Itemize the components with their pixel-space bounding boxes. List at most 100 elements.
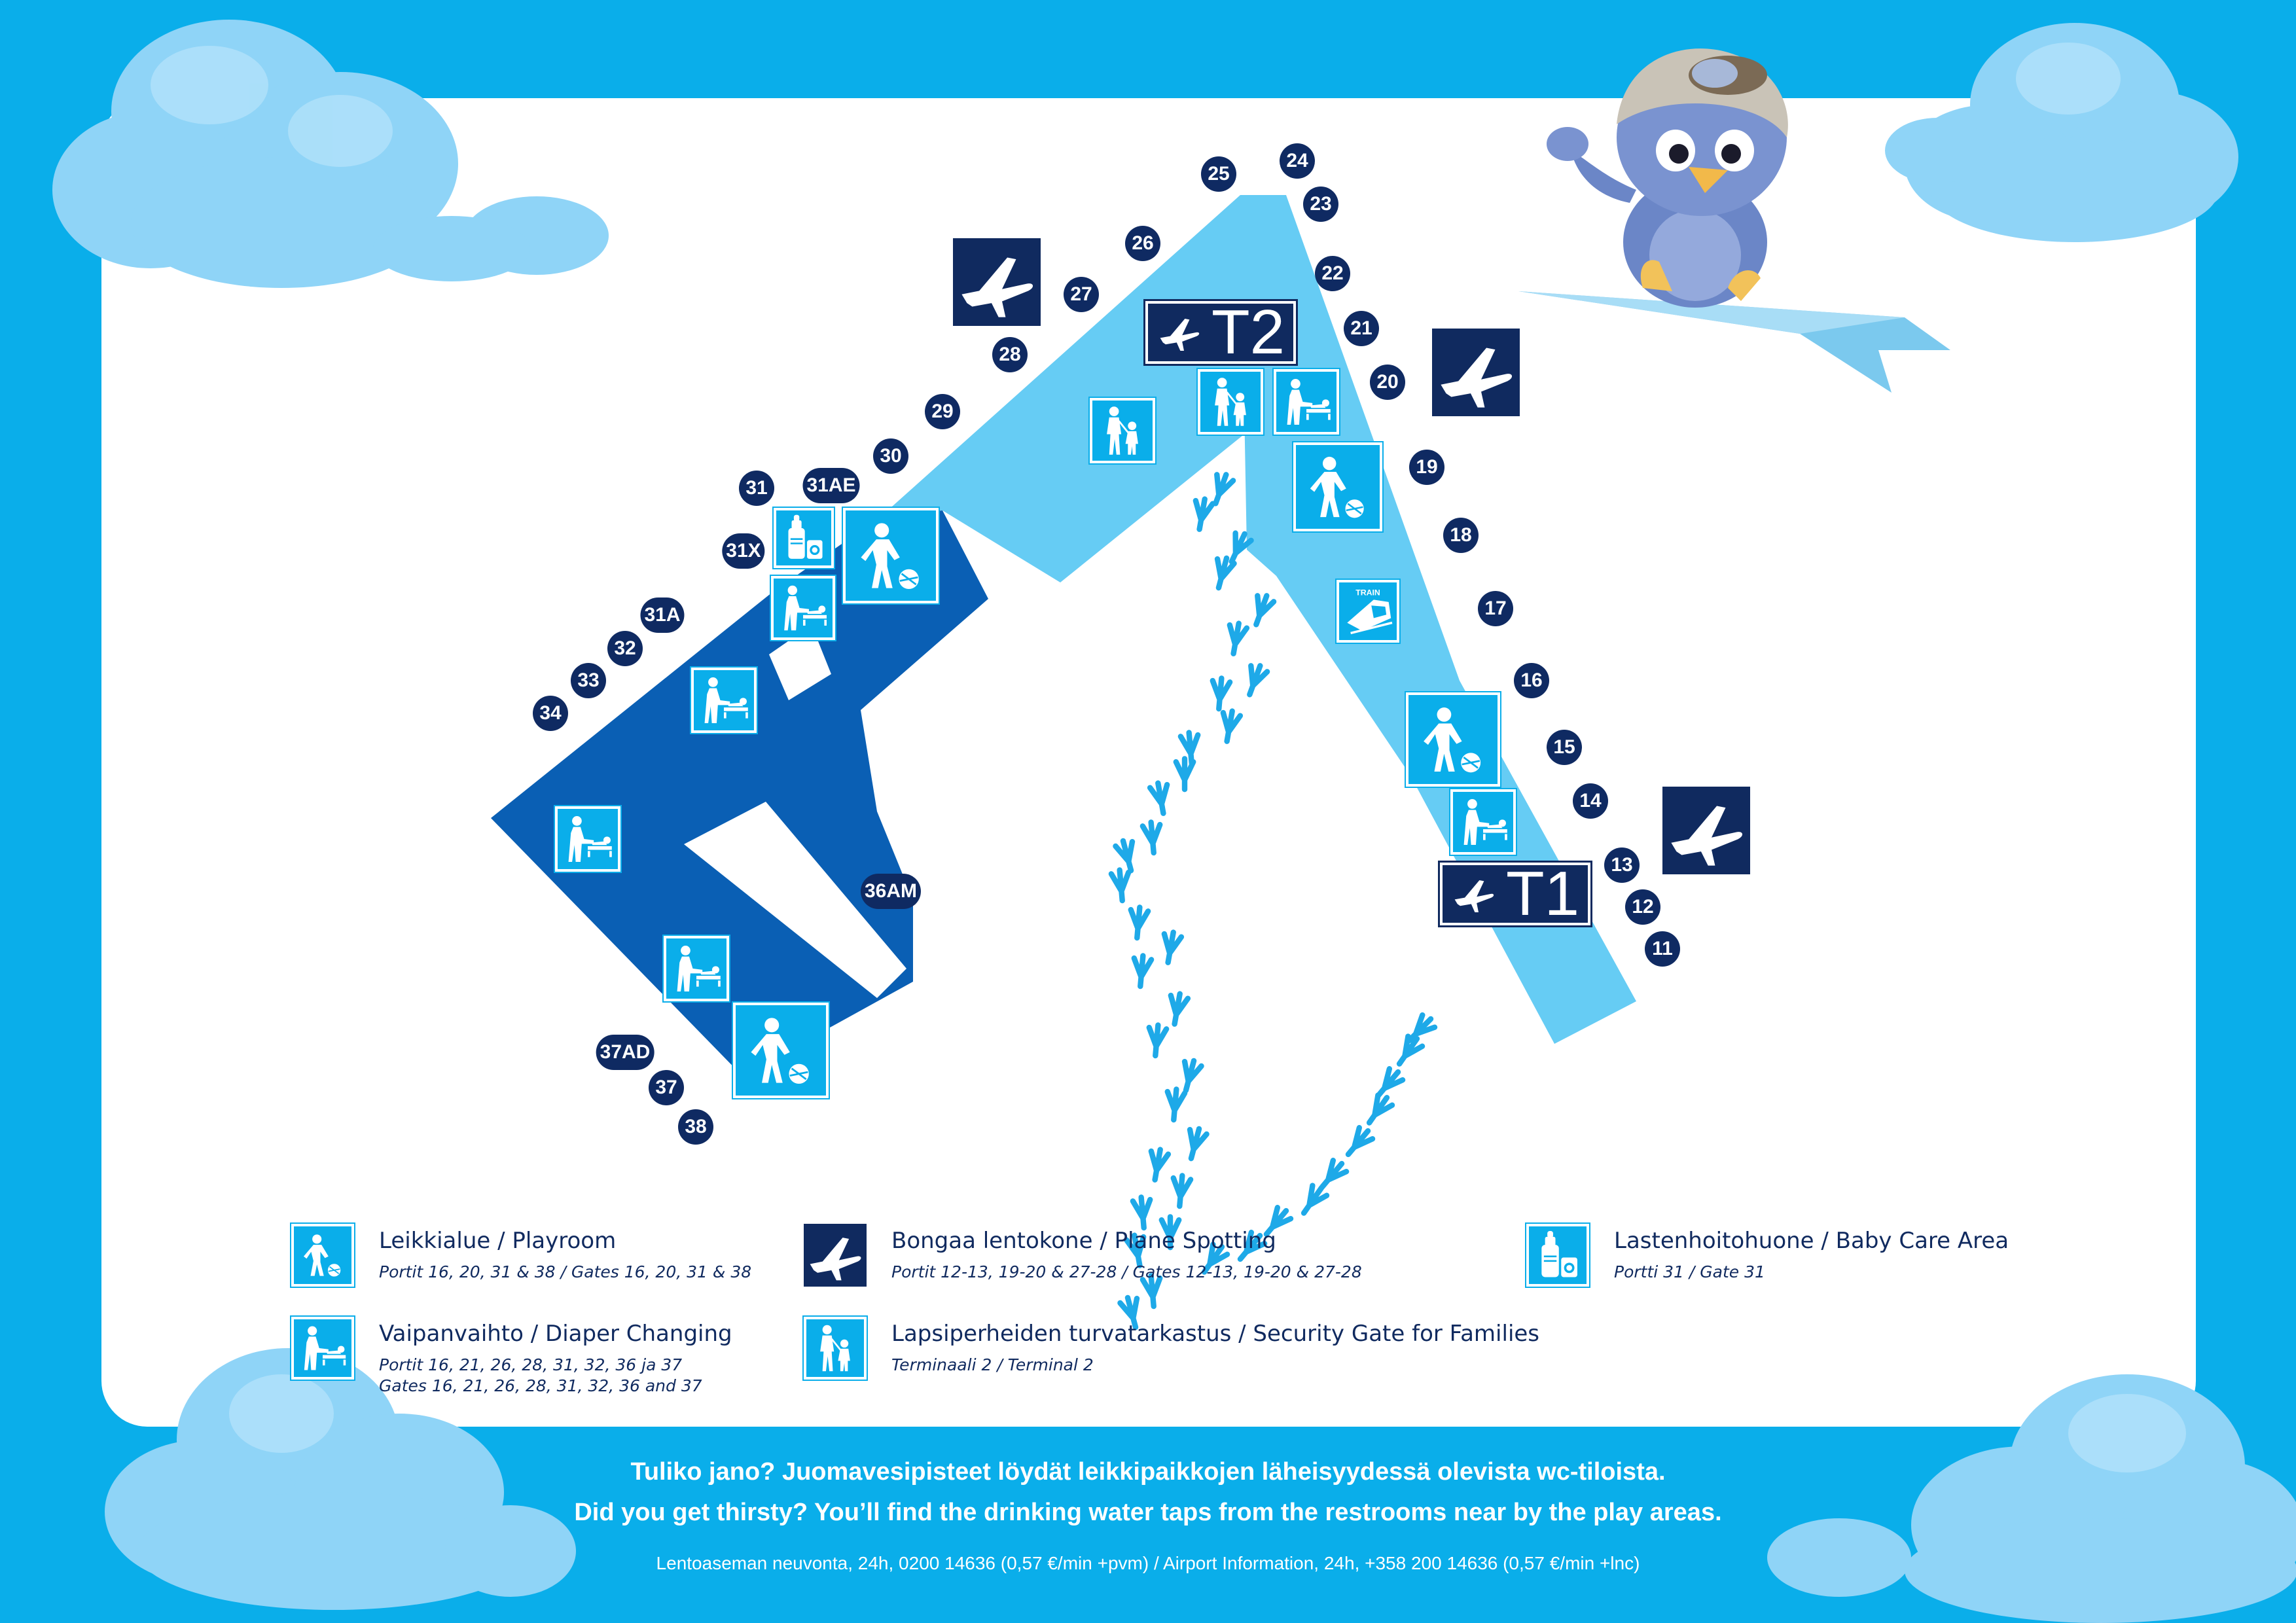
- gate-marker-36am: 36AM: [860, 874, 922, 909]
- footprint: [1147, 1024, 1166, 1056]
- baby-care-icon: [1526, 1224, 1589, 1287]
- footer-line-en: Did you get thirsty? You’ll find the dri…: [574, 1499, 1722, 1526]
- diaper-changing-icon: [291, 1317, 354, 1380]
- courtyard: [684, 802, 906, 998]
- footprint: [1111, 869, 1130, 901]
- footprint: [1248, 593, 1275, 628]
- gate-marker-34: 34: [533, 696, 568, 731]
- diaper-changing-icon: [691, 668, 757, 733]
- diaper-changing-icon: [555, 806, 620, 872]
- footprint: [1166, 992, 1189, 1026]
- legend-security-title: Lapsiperheiden turvatarkastus / Security…: [891, 1321, 1540, 1347]
- gate-marker-16: 16: [1514, 663, 1549, 698]
- legend-baby-care-title: Lastenhoitohuone / Baby Care Area: [1614, 1228, 2009, 1254]
- courtyard: [769, 625, 831, 700]
- legend-baby-care-gates: Portti 31 / Gate 31: [1614, 1262, 1765, 1281]
- footprint: [1225, 622, 1247, 655]
- legend-playroom-title: Leikkialue / Playroom: [379, 1228, 617, 1254]
- playroom-icon: [291, 1224, 354, 1287]
- family-security-icon: [1090, 398, 1155, 463]
- footprint: [1132, 955, 1151, 987]
- gate-marker-20: 20: [1370, 365, 1405, 400]
- footprint: [1147, 1148, 1169, 1181]
- cloud-top-right: [1885, 23, 2238, 242]
- gate-marker-29: 29: [925, 394, 960, 429]
- footprint: [1183, 1127, 1208, 1161]
- footprint: [1210, 677, 1230, 709]
- diaper-changing-icon: [664, 936, 729, 1001]
- legend-security-terminal: Terminaali 2 / Terminal 2: [891, 1355, 1094, 1374]
- footprint: [1177, 1059, 1202, 1093]
- footprint: [1191, 497, 1213, 531]
- playroom-icon: [1406, 692, 1500, 787]
- family-security-icon: [804, 1317, 867, 1380]
- legend-diaper-gates-en: Gates 16, 21, 26, 28, 31, 32, 36 and 37: [379, 1376, 702, 1395]
- terminal-2-light-pier: [880, 195, 1296, 582]
- gate-marker-28: 28: [992, 337, 1028, 372]
- cloud-top-left: [52, 20, 609, 288]
- gate-marker-37: 37: [649, 1070, 684, 1105]
- footprint: [1128, 906, 1148, 938]
- playroom-icon: [843, 508, 939, 603]
- footer-airport-info: Lentoaseman neuvonta, 24h, 0200 14636 (0…: [656, 1553, 1640, 1573]
- airplane-icon: [1160, 319, 1200, 351]
- footprint: [1142, 821, 1162, 853]
- gate-marker-21: 21: [1344, 311, 1379, 346]
- cloud-bottom-right: [1767, 1374, 2296, 1623]
- family-security-icon: [1198, 369, 1263, 435]
- airplane-icon: [804, 1224, 867, 1287]
- footprint: [1342, 1126, 1374, 1160]
- gate-marker-31x: 31X: [722, 533, 765, 569]
- legend-diaper-gates: Portit 16, 21, 26, 28, 31, 32, 36 ja 37 …: [379, 1355, 702, 1397]
- footprint: [1149, 781, 1172, 815]
- footprint: [1165, 1088, 1185, 1120]
- gate-marker-38: 38: [678, 1109, 713, 1145]
- terminal-2-label: T2: [1145, 297, 1296, 367]
- train-icon: TRAIN: [1336, 580, 1399, 643]
- diaper-changing-icon: [1450, 789, 1516, 855]
- gate-marker-31: 31: [739, 471, 774, 506]
- airplane-icon: [1662, 787, 1750, 874]
- legend-plane-spotting-gates: Portit 12-13, 19-20 & 27-28 / Gates 12-1…: [891, 1262, 1362, 1281]
- gate-marker-24: 24: [1280, 143, 1315, 179]
- diaper-changing-icon: [1274, 369, 1339, 435]
- playroom-icon: [733, 1003, 829, 1098]
- gate-marker-25: 25: [1201, 156, 1236, 192]
- gate-marker-18: 18: [1443, 518, 1479, 553]
- footprint: [1219, 709, 1241, 743]
- gate-marker-19: 19: [1409, 450, 1444, 485]
- baby-care-icon: [774, 508, 834, 568]
- footprint: [1316, 1158, 1348, 1193]
- playroom-icon: [1293, 442, 1382, 531]
- gate-marker-30: 30: [873, 438, 908, 474]
- gate-marker-22: 22: [1315, 256, 1350, 291]
- cloud-bottom-left: [105, 1348, 576, 1610]
- gate-marker-31ae: 31AE: [802, 468, 860, 503]
- footprint: [1403, 1013, 1437, 1047]
- gate-marker-31a: 31A: [640, 597, 685, 633]
- footprint: [1242, 663, 1268, 698]
- legend-playroom-gates: Portit 16, 20, 31 & 38 / Gates 16, 20, 3…: [379, 1262, 752, 1281]
- legend-diaper-title: Vaipanvaihto / Diaper Changing: [379, 1321, 732, 1347]
- legend-diaper-gates-fi: Portit 16, 21, 26, 28, 31, 32, 36 ja 37: [379, 1355, 683, 1374]
- footer-line-fi: Tuliko jano? Juomavesipisteet löydät lei…: [630, 1458, 1666, 1486]
- gate-marker-37ad: 37AD: [596, 1035, 655, 1070]
- footprint: [1132, 1196, 1152, 1228]
- diaper-changing-icon: [771, 576, 835, 640]
- gate-marker-23: 23: [1303, 187, 1338, 222]
- gate-marker-32: 32: [607, 631, 643, 666]
- footprint: [1171, 1175, 1191, 1207]
- gate-marker-11: 11: [1645, 931, 1680, 967]
- legend-plane-spotting-title: Bongaa lentokone / Plane Spotting: [891, 1228, 1276, 1254]
- airplane-icon: [953, 238, 1041, 326]
- mascot-bird-on-paper-plane: [1518, 48, 1950, 393]
- gate-marker-15: 15: [1547, 730, 1582, 765]
- gate-marker-17: 17: [1478, 591, 1513, 626]
- gate-marker-27: 27: [1064, 277, 1099, 312]
- gate-marker-26: 26: [1125, 226, 1160, 261]
- terminal-1-label: T1: [1440, 859, 1590, 929]
- airplane-icon: [1432, 329, 1520, 416]
- footprint: [1160, 931, 1182, 964]
